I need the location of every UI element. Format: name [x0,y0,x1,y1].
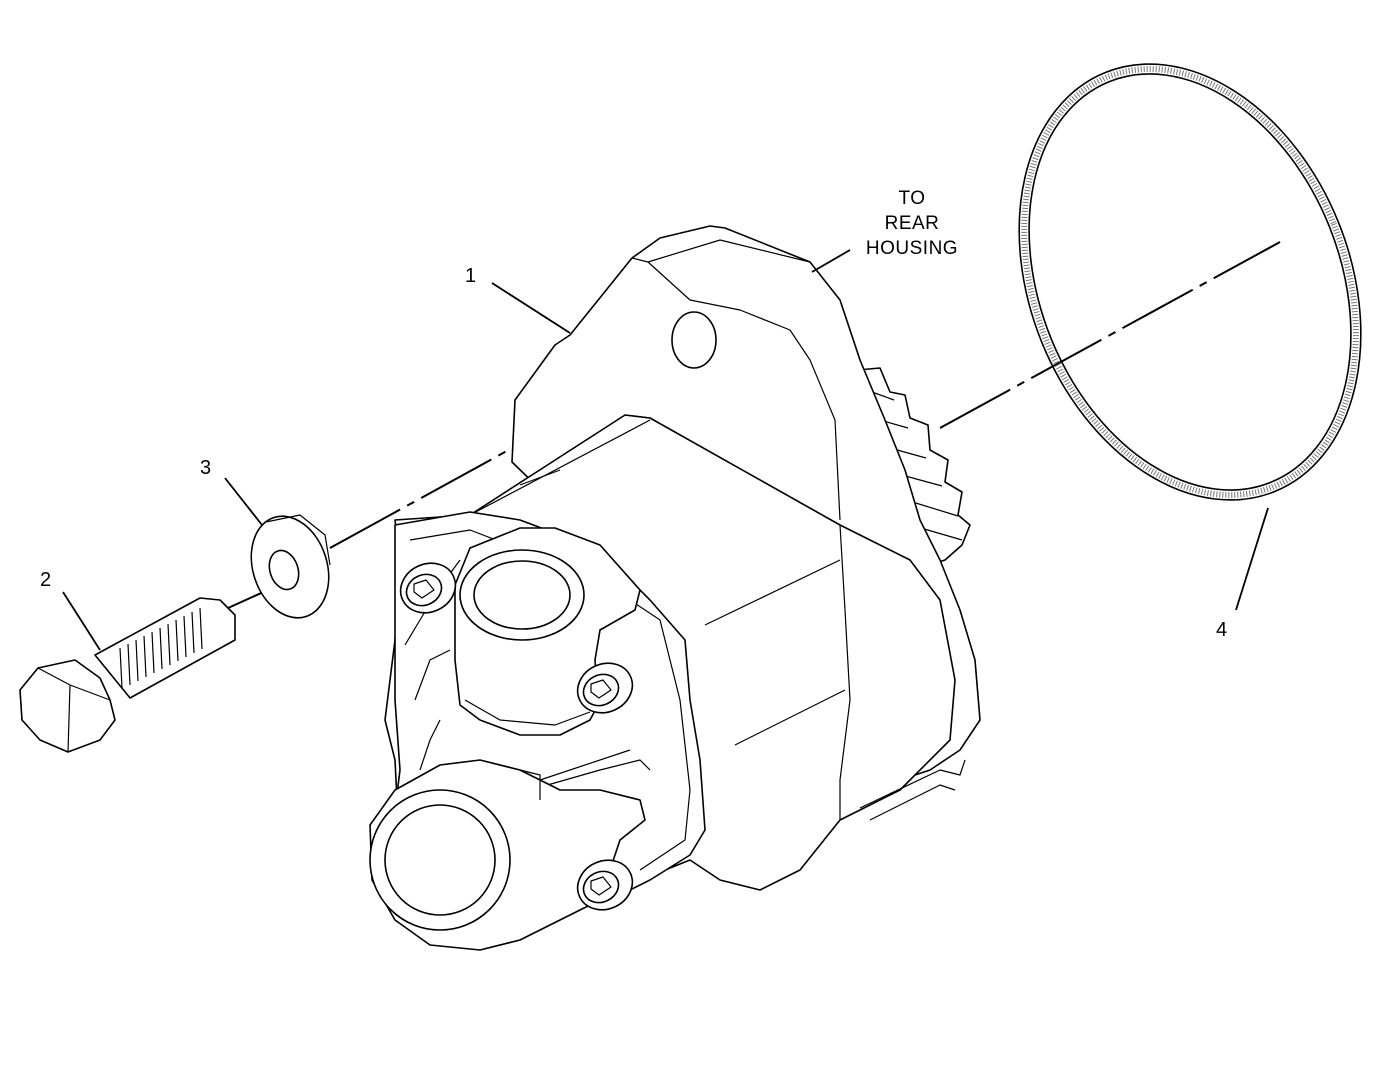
leader-4 [1235,507,1269,611]
mounting-hole [671,311,717,369]
hex-bolt [19,597,236,753]
callout-1: 1 [465,265,477,287]
callout-3: 3 [200,457,212,479]
cap-screw-top-left [399,562,457,614]
note-line-1: TO [898,188,926,209]
note-line-3: HOUSING [865,238,959,259]
callout-4: 4 [1216,619,1228,641]
leader-lines [62,249,1269,651]
leader-3 [224,477,263,526]
o-ring-seal [1018,63,1362,501]
pump-assembly [369,225,981,951]
washer [250,514,331,619]
leader-1 [491,282,571,334]
lower-port [369,759,646,951]
rear-housing-note: TO REAR HOUSING [852,186,972,261]
cap-screw-middle [576,662,634,714]
cap-screw-bottom [576,859,634,911]
callout-2: 2 [40,569,52,591]
leader-note [811,249,851,273]
leader-2 [62,591,101,651]
note-line-2: REAR [884,213,940,234]
seal-centerline [939,241,1281,429]
